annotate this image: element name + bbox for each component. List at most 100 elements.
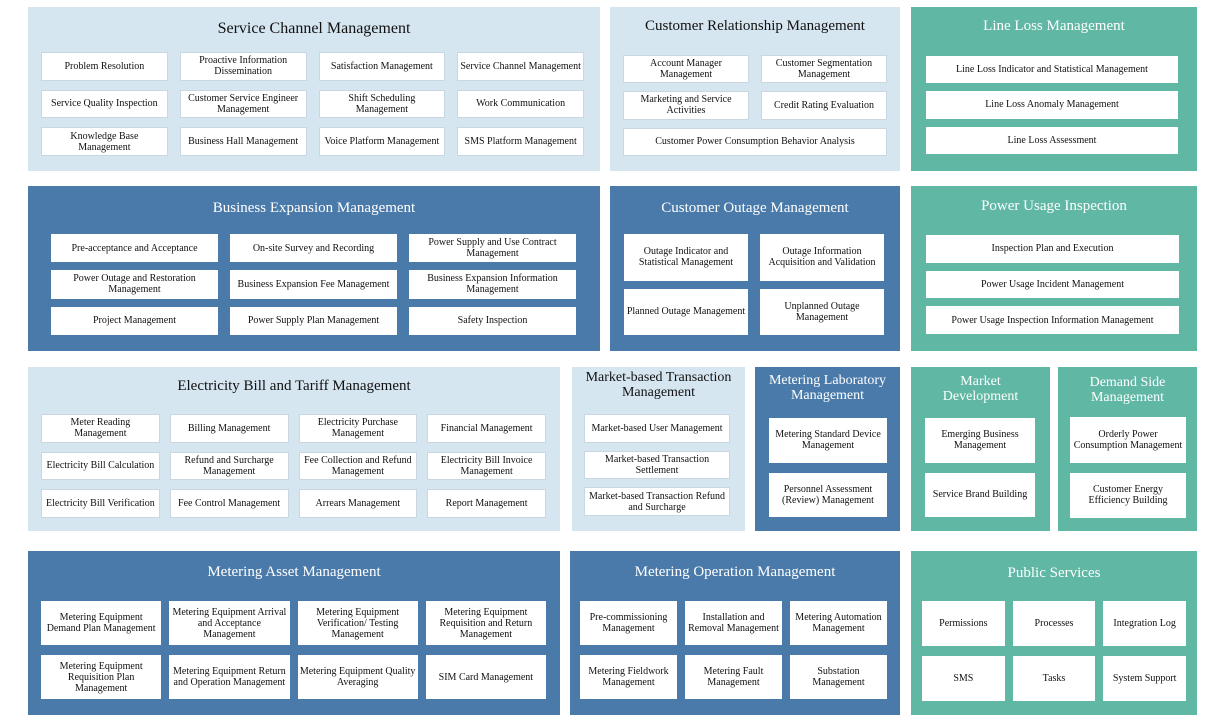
module-shift-scheduling-management[interactable]: Shift Scheduling Management <box>318 89 446 119</box>
module-fee-control-management[interactable]: Fee Control Management <box>169 489 289 518</box>
panel-title: Business Expansion Management <box>212 200 416 216</box>
module-sms-platform-management[interactable]: SMS Platform Management <box>457 127 584 156</box>
module-system-support[interactable]: System Support <box>1103 656 1186 701</box>
module-sms[interactable]: SMS <box>922 656 1005 701</box>
panel-title: Service Channel Management <box>217 20 411 37</box>
module-account-manager-management[interactable]: Account Manager Management <box>623 55 749 84</box>
module-service-channel-management[interactable]: Service Channel Management <box>457 52 584 81</box>
module-power-supply-and-use-contract-management[interactable]: Power Supply and Use Contract Management <box>409 234 576 263</box>
module-metering-fault-management[interactable]: Metering Fault Management <box>685 655 782 699</box>
panel-title: Electricity Bill and Tariff Management <box>177 378 411 394</box>
panel-title: Line Loss Management <box>983 18 1125 34</box>
module-market-based-transaction-settlement[interactable]: Market-based Transaction Settlement <box>584 450 730 480</box>
module-metering-equipment-requisition-plan-management[interactable]: Metering Equipment Requisition Plan Mana… <box>41 655 162 699</box>
panel-market-based-transaction-management: Market-based Transaction Management Mark… <box>572 367 745 531</box>
panel-title: Public Services <box>1007 565 1101 581</box>
module-marketing-and-service-activities[interactable]: Marketing and Service Activities <box>623 91 749 120</box>
panel-title: Customer Relationship Management <box>645 18 865 34</box>
panel-title: Metering Asset Management <box>207 564 381 580</box>
panel-title: Customer Outage Management <box>661 200 849 216</box>
module-permissions[interactable]: Permissions <box>922 601 1005 646</box>
module-credit-rating-evaluation[interactable]: Credit Rating Evaluation <box>761 91 887 120</box>
module-service-brand-building[interactable]: Service Brand Building <box>925 472 1035 517</box>
module-electricity-purchase-management[interactable]: Electricity Purchase Management <box>298 414 418 443</box>
panel-power-usage-inspection: Power Usage Inspection Inspection Plan a… <box>911 186 1197 351</box>
module-installation-and-removal-management[interactable]: Installation and Removal Management <box>685 601 782 645</box>
panel-customer-relationship-management: Customer Relationship Management Account… <box>610 7 900 171</box>
module-safety-inspection[interactable]: Safety Inspection <box>409 306 576 335</box>
module-processes[interactable]: Processes <box>1012 601 1096 646</box>
module-power-usage-inspection-information-management[interactable]: Power Usage Inspection Information Manag… <box>926 306 1179 334</box>
module-market-based-user-management[interactable]: Market-based User Management <box>584 414 730 443</box>
module-metering-equipment-quality-averaging[interactable]: Metering Equipment Quality Averaging <box>297 655 418 699</box>
panel-electricity-bill-and-tariff-management: Electricity Bill and Tariff Management M… <box>28 367 560 531</box>
module-substation-management[interactable]: Substation Management <box>790 655 887 699</box>
module-unplanned-outage-management[interactable]: Unplanned Outage Management <box>760 288 884 335</box>
panel-title: Metering Laboratory Management <box>768 373 886 403</box>
panel-demand-side-management: Demand Side Management Orderly Power Con… <box>1058 367 1197 531</box>
module-planned-outage-management[interactable]: Planned Outage Management <box>624 288 748 335</box>
panel-title: Market-based Transaction Management <box>585 370 732 400</box>
module-power-usage-incident-management[interactable]: Power Usage Incident Management <box>926 270 1179 299</box>
module-business-expansion-fee-management[interactable]: Business Expansion Fee Management <box>230 270 397 299</box>
module-business-expansion-information-management[interactable]: Business Expansion Information Managemen… <box>409 270 576 299</box>
module-financial-management[interactable]: Financial Management <box>427 414 546 443</box>
module-outage-indicator-and-statistical-management[interactable]: Outage Indicator and Statistical Managem… <box>624 234 748 281</box>
module-satisfaction-management[interactable]: Satisfaction Management <box>318 52 446 81</box>
panel-title: Demand Side Management <box>1089 375 1166 405</box>
module-report-management[interactable]: Report Management <box>427 489 546 518</box>
module-knowledge-base-management[interactable]: Knowledge Base Management <box>41 127 168 156</box>
module-pre-commissioning-management[interactable]: Pre-commissioning Management <box>580 601 677 645</box>
module-on-site-survey-and-recording[interactable]: On-site Survey and Recording <box>230 234 397 263</box>
module-metering-fieldwork-management[interactable]: Metering Fieldwork Management <box>580 655 677 699</box>
module-customer-service-engineer-management[interactable]: Customer Service Engineer Management <box>179 89 307 119</box>
module-power-outage-and-restoration-management[interactable]: Power Outage and Restoration Management <box>51 270 218 299</box>
module-fee-collection-and-refund-management[interactable]: Fee Collection and Refund Management <box>298 451 418 481</box>
module-tasks[interactable]: Tasks <box>1012 656 1096 701</box>
panel-public-services: Public Services Permissions Processes In… <box>911 551 1197 715</box>
module-electricity-bill-verification[interactable]: Electricity Bill Verification <box>41 489 160 518</box>
panel-market-development: Market Development Emerging Business Man… <box>911 367 1050 531</box>
module-work-communication[interactable]: Work Communication <box>457 89 584 119</box>
panel-title: Metering Operation Management <box>634 564 836 580</box>
module-integration-log[interactable]: Integration Log <box>1103 601 1186 646</box>
module-business-hall-management[interactable]: Business Hall Management <box>179 127 307 156</box>
module-voice-platform-management[interactable]: Voice Platform Management <box>318 127 446 156</box>
module-pre-acceptance-and-acceptance[interactable]: Pre-acceptance and Acceptance <box>51 234 218 263</box>
module-billing-management[interactable]: Billing Management <box>169 414 289 443</box>
panel-metering-laboratory-management: Metering Laboratory Management Metering … <box>755 367 900 531</box>
module-meter-reading-management[interactable]: Meter Reading Management <box>41 414 160 443</box>
module-arrears-management[interactable]: Arrears Management <box>298 489 418 518</box>
module-customer-segmentation-management[interactable]: Customer Segmentation Management <box>761 55 887 84</box>
module-orderly-power-consumption-management[interactable]: Orderly Power Consumption Management <box>1070 417 1186 463</box>
module-line-loss-indicator-and-statistical-management[interactable]: Line Loss Indicator and Statistical Mana… <box>926 56 1178 84</box>
module-line-loss-assessment[interactable]: Line Loss Assessment <box>926 126 1178 154</box>
module-electricity-bill-calculation[interactable]: Electricity Bill Calculation <box>41 451 160 481</box>
panel-service-channel-management: Service Channel Management Problem Resol… <box>28 7 600 171</box>
module-customer-energy-efficiency-building[interactable]: Customer Energy Efficiency Building <box>1070 472 1186 518</box>
module-electricity-bill-invoice-management[interactable]: Electricity Bill Invoice Management <box>427 451 546 481</box>
module-metering-automation-management[interactable]: Metering Automation Management <box>790 601 887 645</box>
module-personnel-assessment-review-management[interactable]: Personnel Assessment (Review) Management <box>769 472 887 517</box>
module-emerging-business-management[interactable]: Emerging Business Management <box>925 418 1035 463</box>
module-refund-and-surcharge-management[interactable]: Refund and Surcharge Management <box>169 451 289 481</box>
module-project-management[interactable]: Project Management <box>51 306 218 335</box>
module-market-based-transaction-refund-and-surcharge[interactable]: Market-based Transaction Refund and Surc… <box>584 487 730 516</box>
module-inspection-plan-and-execution[interactable]: Inspection Plan and Execution <box>926 235 1179 263</box>
module-proactive-information-dissemination[interactable]: Proactive Information Dissemination <box>179 52 307 81</box>
module-metering-standard-device-management[interactable]: Metering Standard Device Management <box>769 418 887 463</box>
module-line-loss-anomaly-management[interactable]: Line Loss Anomaly Management <box>926 91 1178 119</box>
panel-line-loss-management: Line Loss Management Line Loss Indicator… <box>911 7 1197 171</box>
module-power-supply-plan-management[interactable]: Power Supply Plan Management <box>230 306 397 335</box>
module-problem-resolution[interactable]: Problem Resolution <box>41 52 168 81</box>
module-metering-equipment-verification-testing-management[interactable]: Metering Equipment Verification/ Testing… <box>297 601 418 645</box>
module-metering-equipment-requisition-and-return-management[interactable]: Metering Equipment Requisition and Retur… <box>425 601 546 645</box>
module-outage-information-acquisition-and-validation[interactable]: Outage Information Acquisition and Valid… <box>760 234 884 281</box>
module-metering-equipment-return-and-operation-management[interactable]: Metering Equipment Return and Operation … <box>169 655 290 699</box>
module-service-quality-inspection[interactable]: Service Quality Inspection <box>41 89 168 119</box>
module-metering-equipment-demand-plan-management[interactable]: Metering Equipment Demand Plan Managemen… <box>41 601 162 645</box>
module-customer-power-consumption-behavior-analysis[interactable]: Customer Power Consumption Behavior Anal… <box>623 127 887 156</box>
module-sim-card-management[interactable]: SIM Card Management <box>425 655 546 699</box>
module-metering-equipment-arrival-and-acceptance-management[interactable]: Metering Equipment Arrival and Acceptanc… <box>169 601 290 645</box>
panel-customer-outage-management: Customer Outage Management Outage Indica… <box>610 186 900 351</box>
